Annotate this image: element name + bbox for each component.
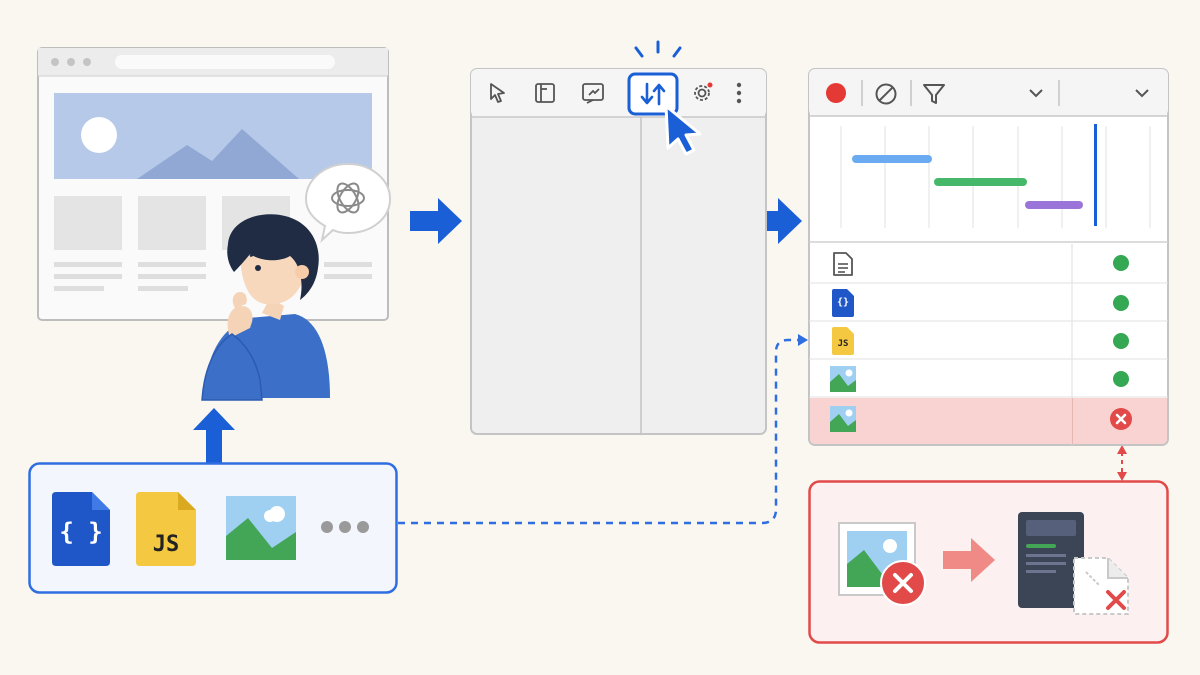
status-error-icon <box>1109 407 1133 431</box>
image-file-icon <box>830 366 856 392</box>
image-file-icon <box>226 496 296 560</box>
person-thinking-illustration <box>200 210 335 405</box>
mouse-pointer-icon <box>662 104 704 156</box>
right-arrow <box>943 538 995 582</box>
thought-bubble <box>300 160 395 246</box>
table-column-divider <box>1072 398 1073 444</box>
status-ok-icon <box>1113 333 1129 349</box>
waterfall-bar <box>852 155 932 163</box>
request-row[interactable]: JS <box>810 322 1167 359</box>
more-dots-icon <box>320 520 370 534</box>
click-rays <box>628 40 688 68</box>
cursor-icon[interactable] <box>486 81 510 105</box>
toolbar-divider <box>910 80 912 106</box>
status-ok-icon <box>1113 371 1129 387</box>
broken-image-icon <box>838 522 928 606</box>
browser-window <box>37 47 389 321</box>
chevron-down-icon[interactable] <box>1027 87 1045 99</box>
js-badge-label: JS <box>837 339 849 349</box>
js-badge-label: JS <box>152 532 180 557</box>
devtools-panel <box>470 68 767 435</box>
resource-types-panel: { } JS <box>28 462 398 594</box>
request-row-failed[interactable] <box>810 398 1167 444</box>
ai-logo-icon <box>331 182 365 214</box>
clear-icon[interactable] <box>874 82 898 106</box>
filter-icon[interactable] <box>922 82 946 106</box>
toolbar-divider <box>1058 80 1060 106</box>
error-detail-panel <box>808 480 1169 644</box>
network-panel: {} JS <box>808 68 1169 446</box>
server-missing-file-icon <box>1016 510 1146 620</box>
device-toggle-icon[interactable] <box>581 81 607 105</box>
chevron-down-icon[interactable] <box>1133 87 1151 99</box>
request-row[interactable] <box>810 360 1167 397</box>
panel-icon[interactable] <box>533 81 557 105</box>
window-dot <box>51 58 59 66</box>
request-row[interactable]: {} <box>810 284 1167 321</box>
status-ok-icon <box>1113 295 1129 311</box>
css-file-icon: {} <box>832 289 854 317</box>
status-ok-icon <box>1113 255 1129 271</box>
card-placeholder <box>138 196 206 250</box>
network-tab-button[interactable] <box>627 72 679 116</box>
more-vert-icon[interactable] <box>734 81 744 105</box>
js-file-icon: JS <box>832 327 854 355</box>
window-dot <box>83 58 91 66</box>
css-badge-label: {} <box>836 297 850 308</box>
card-placeholder <box>54 196 122 250</box>
network-sort-icon <box>639 80 667 108</box>
image-file-icon <box>830 406 856 432</box>
waterfall-bar <box>934 178 1027 186</box>
settings-icon[interactable] <box>690 81 714 105</box>
address-bar <box>115 55 335 69</box>
css-file-icon: { } <box>52 492 110 566</box>
waterfall-bar <box>1025 201 1083 209</box>
toolbar-divider <box>861 80 863 106</box>
js-file-icon: JS <box>136 492 196 566</box>
right-arrow <box>410 198 462 244</box>
right-arrow <box>750 198 802 244</box>
css-badge-label: { } <box>59 518 103 546</box>
record-icon[interactable] <box>825 82 847 104</box>
up-arrow <box>193 408 235 464</box>
request-row[interactable] <box>810 244 1167 282</box>
window-dot <box>67 58 75 66</box>
timeline-marker <box>1094 124 1097 226</box>
document-icon <box>832 251 854 277</box>
